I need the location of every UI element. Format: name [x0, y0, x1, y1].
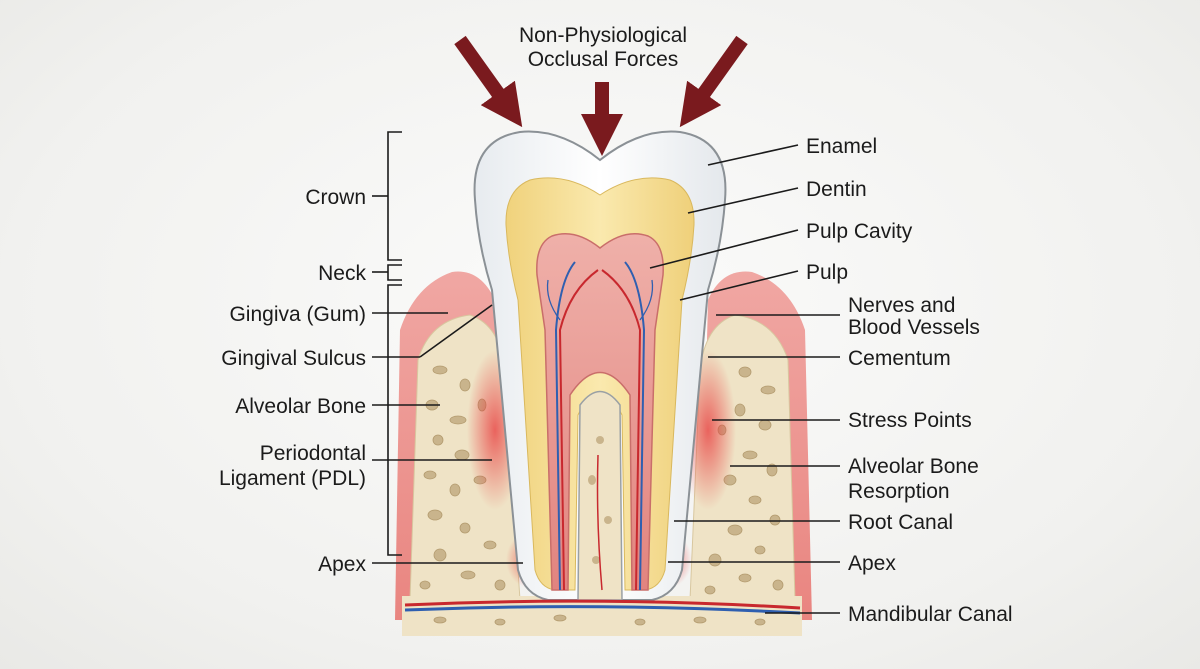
mandibular-canal-nerve — [404, 605, 801, 615]
label-cementum: Cementum — [848, 347, 951, 370]
label-dentin: Dentin — [806, 178, 867, 201]
label-pulp-cavity: Pulp Cavity — [806, 220, 913, 243]
left-brackets — [372, 131, 402, 556]
label-pdl-line-1: Periodontal — [260, 442, 366, 465]
label-mandibular-canal: Mandibular Canal — [848, 603, 1013, 626]
title-line-2: Occlusal Forces — [528, 48, 679, 71]
label-pdl-line-2: Ligament (PDL) — [219, 467, 366, 490]
nerves-and-blood-vessels — [546, 261, 654, 591]
pulp-cavity — [536, 233, 664, 591]
label-stress-points: Stress Points — [848, 409, 972, 432]
label-neck: Neck — [318, 262, 366, 285]
left-leader-lines — [372, 304, 523, 564]
mandibular-canal — [404, 599, 801, 610]
label-root-canal: Root Canal — [848, 511, 953, 534]
label-gingiva: Gingiva (Gum) — [229, 303, 366, 326]
label-gingival-sulcus: Gingival Sulcus — [221, 347, 366, 370]
label-apex-left: Apex — [318, 553, 366, 576]
label-nerves-line-2: Blood Vessels — [848, 316, 980, 339]
label-resorption-line-2: Resorption — [848, 480, 950, 503]
label-resorption-line-1: Alveolar Bone — [848, 455, 979, 478]
label-crown: Crown — [305, 186, 366, 209]
label-apex-right: Apex — [848, 552, 896, 575]
right-leader-lines — [649, 144, 840, 614]
label-pulp: Pulp — [806, 261, 848, 284]
label-enamel: Enamel — [806, 135, 877, 158]
label-alveolar-bone: Alveolar Bone — [235, 395, 366, 418]
occlusal-force-arrows — [454, 35, 748, 156]
title-line-1: Non-Physiological — [519, 24, 687, 47]
label-nerves-line-1: Nerves and — [848, 294, 955, 317]
inter-root-bone — [577, 390, 623, 601]
